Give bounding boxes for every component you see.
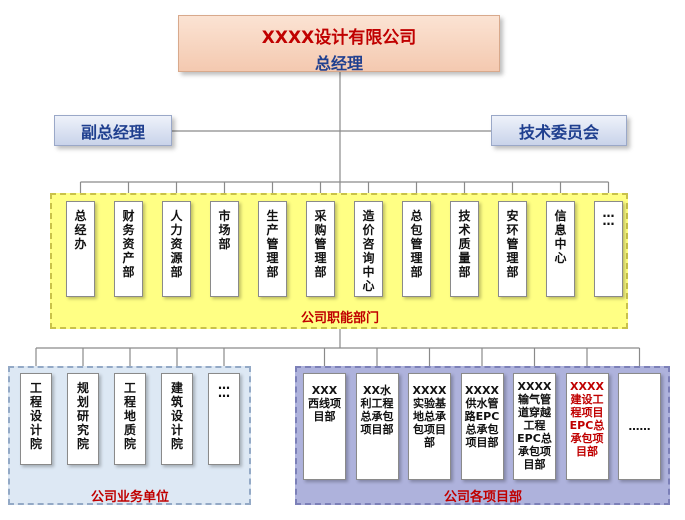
project-department-box: XX水利工程总承包项目部 [355, 373, 399, 480]
general-manager-title: 总经理 [314, 54, 363, 73]
business-unit-box: 建筑设计院 [161, 373, 193, 465]
project-departments-label: 公司各项目部 [443, 490, 522, 505]
functional-department-box: 生产管理部 [258, 201, 287, 297]
business-unit-box: 工程设计院 [20, 373, 52, 465]
functional-department-box: 安环管理部 [498, 201, 527, 297]
functional-department-box: 总包管理部 [402, 201, 431, 297]
functional-department-box: 总经办 [66, 201, 95, 297]
functional-department-box: 财务资产部 [114, 201, 143, 297]
company-name: XXXX设计有限公司 [261, 28, 417, 48]
business-unit-box: 规划研究院 [67, 373, 99, 465]
deputy-general-manager-box: 副总经理 [54, 115, 172, 146]
technical-committee-box: 技术委员会 [491, 115, 627, 146]
business-unit-box: 工程地质院 [114, 373, 146, 465]
functional-department-box: 技术质量部 [450, 201, 479, 297]
company-general-manager-box: XXXX设计有限公司 总经理 [178, 15, 500, 73]
functional-department-box: 人力资源部 [162, 201, 191, 297]
functional-departments-label: 公司职能部门 [300, 311, 379, 326]
functional-departments-region [50, 193, 628, 329]
business-unit-box: …… [208, 373, 240, 465]
functional-department-box: 采购管理部 [306, 201, 335, 297]
project-department-box: …… [618, 373, 661, 480]
functional-department-box: 市场部 [210, 201, 239, 297]
functional-department-box: 造价咨询中心 [354, 201, 383, 297]
functional-department-box: 信息中心 [546, 201, 575, 297]
business-units-label: 公司业务单位 [90, 490, 169, 505]
functional-department-box: …… [594, 201, 623, 297]
